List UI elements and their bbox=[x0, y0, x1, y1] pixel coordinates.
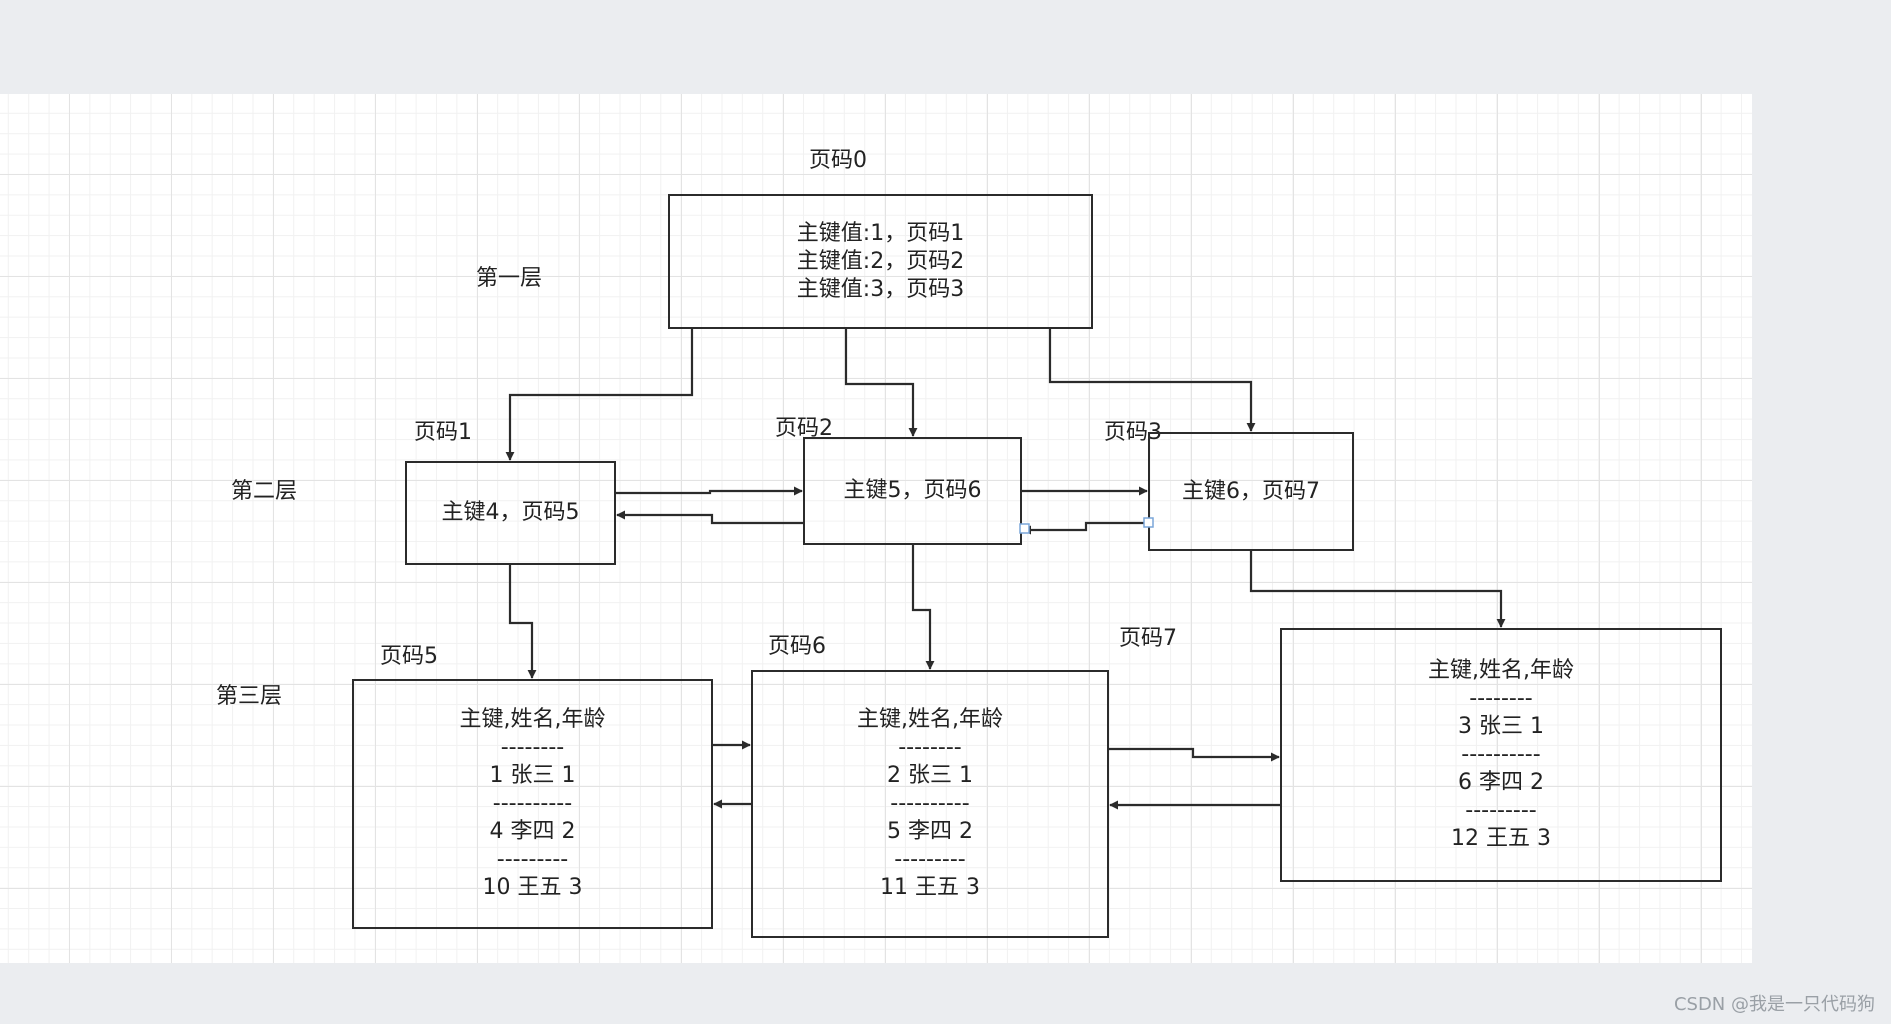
leaf-7-row-1: 3 张三 1 bbox=[1458, 714, 1544, 739]
leaf-5-sep-2: ---------- bbox=[492, 791, 573, 816]
leaf-7-row-2: 6 李四 2 bbox=[1458, 770, 1544, 795]
root-entry-1: 主键值:1，页码1 bbox=[796, 220, 965, 246]
leaf-5-sep-3: --------- bbox=[496, 847, 569, 872]
leaf-6-sep-2: ---------- bbox=[890, 791, 970, 816]
node-page-1[interactable]: 主键4，页码5 bbox=[405, 461, 616, 565]
node-page-3-text: 主键6，页码7 bbox=[1182, 478, 1320, 504]
leaf-page-6[interactable]: 主键,姓名,年龄 -------- 2 张三 1 ---------- 5 李四… bbox=[751, 670, 1109, 938]
root-node-page-0[interactable]: 主键值:1，页码1 主键值:2，页码2 主键值:3，页码3 bbox=[668, 194, 1093, 329]
leaf-6-header: 主键,姓名,年龄 bbox=[857, 707, 1003, 732]
leaf-7-sep-3: --------- bbox=[1465, 798, 1537, 823]
page-label-0: 页码0 bbox=[809, 148, 867, 173]
leaf-6-sep-3: --------- bbox=[894, 847, 966, 872]
page-label-2: 页码2 bbox=[775, 416, 833, 441]
leaf-7-header: 主键,姓名,年龄 bbox=[1428, 658, 1574, 683]
diagram-canvas[interactable] bbox=[0, 94, 1752, 963]
node-page-3[interactable]: 主键6，页码7 bbox=[1148, 432, 1354, 551]
leaf-7-row-3: 12 王五 3 bbox=[1451, 826, 1551, 851]
layer-label-1: 第一层 bbox=[476, 266, 543, 291]
page-label-5: 页码5 bbox=[380, 644, 438, 669]
node-page-1-text: 主键4，页码5 bbox=[441, 500, 580, 525]
leaf-5-row-1: 1 张三 1 bbox=[489, 763, 576, 788]
root-entry-3: 主键值:3，页码3 bbox=[796, 276, 965, 302]
leaf-page-5[interactable]: 主键,姓名,年龄 -------- 1 张三 1 ---------- 4 李四… bbox=[352, 679, 713, 929]
leaf-5-row-3: 10 王五 3 bbox=[482, 875, 583, 900]
root-entry-2: 主键值:2，页码2 bbox=[796, 248, 965, 274]
leaf-6-row-2: 5 李四 2 bbox=[887, 819, 973, 844]
leaf-page-7[interactable]: 主键,姓名,年龄 -------- 3 张三 1 ---------- 6 李四… bbox=[1280, 628, 1722, 882]
leaf-5-header: 主键,姓名,年龄 bbox=[459, 707, 606, 732]
leaf-5-row-2: 4 李四 2 bbox=[489, 819, 576, 844]
layer-label-2: 第二层 bbox=[231, 479, 298, 504]
node-page-2-text: 主键5，页码6 bbox=[843, 478, 982, 503]
page-label-6: 页码6 bbox=[768, 634, 826, 659]
leaf-7-sep-2: ---------- bbox=[1461, 742, 1541, 767]
page-label-1: 页码1 bbox=[414, 420, 472, 445]
leaf-7-sep-1: -------- bbox=[1469, 686, 1533, 711]
leaf-6-sep-1: -------- bbox=[898, 735, 962, 760]
node-page-2[interactable]: 主键5，页码6 bbox=[803, 437, 1022, 545]
leaf-6-row-3: 11 王五 3 bbox=[880, 875, 980, 900]
page-label-7: 页码7 bbox=[1119, 626, 1177, 651]
leaf-5-sep-1: -------- bbox=[500, 735, 565, 760]
layer-label-3: 第三层 bbox=[216, 684, 283, 709]
leaf-6-row-1: 2 张三 1 bbox=[887, 763, 973, 788]
watermark-text: CSDN @我是一只代码狗 bbox=[1673, 994, 1875, 1015]
